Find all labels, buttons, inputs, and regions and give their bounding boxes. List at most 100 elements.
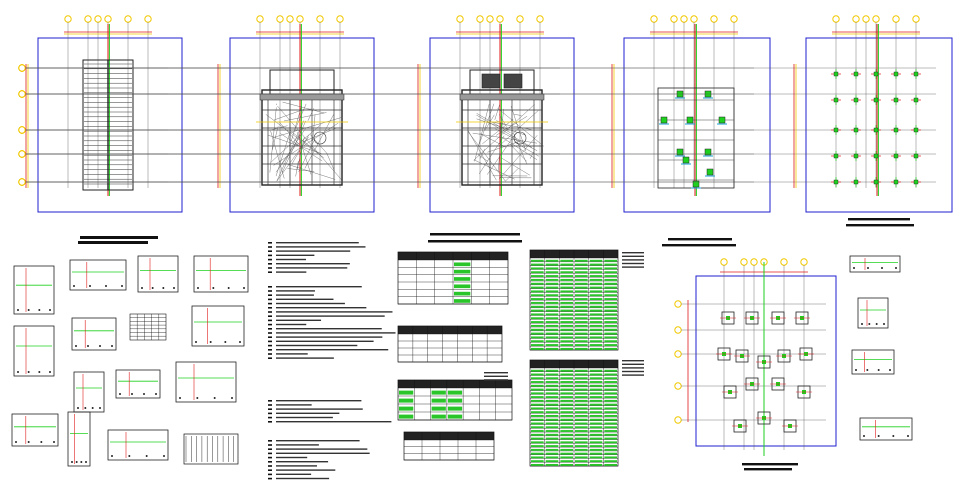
table-cell-fill (589, 313, 603, 316)
note-line (276, 340, 374, 342)
top-grid-bubble (872, 15, 880, 23)
table-cell-fill (399, 390, 414, 395)
table-cell-fill (560, 414, 573, 417)
table-cell-fill (575, 384, 588, 387)
bar-dot (145, 455, 148, 457)
table-cell-fill (431, 398, 446, 403)
table-cell-fill (399, 414, 414, 419)
table-cell-fill (604, 286, 617, 289)
table-cell-fill (575, 309, 588, 312)
table-cell-fill (560, 399, 573, 402)
table-cell-fill (560, 460, 573, 463)
left-grid-bubble (674, 326, 682, 334)
note-line (276, 267, 348, 269)
table-cell-fill (531, 396, 544, 399)
detail-sunken (11, 413, 59, 447)
fixture-mark (482, 119, 514, 144)
table-cell-fill (531, 328, 544, 331)
detail-outline (69, 259, 127, 291)
bar-dot (131, 393, 133, 395)
table-cell-fill (604, 305, 617, 308)
fixture-mark (307, 108, 315, 121)
table-cell-fill (589, 271, 603, 274)
table-cell-fill (560, 347, 573, 350)
table-cell-fill (575, 448, 588, 451)
table-cell-fill (560, 328, 573, 331)
bar-dot (99, 345, 101, 347)
table-cell-fill (604, 336, 617, 339)
fixture-mark (291, 134, 309, 165)
table-cell-fill (575, 263, 588, 266)
note-number (268, 357, 272, 359)
table-cell-fill (531, 278, 544, 281)
detail-grade-beam (849, 255, 901, 273)
table-cell-fill (447, 406, 463, 411)
table-cell-fill (604, 321, 617, 324)
footing-pad (833, 127, 839, 133)
table-cell-fill (589, 422, 603, 425)
note-line (276, 271, 307, 273)
detail-outline (849, 255, 901, 273)
note-number (268, 444, 272, 446)
table-cell-fill (545, 388, 559, 391)
table-cell-fill (545, 271, 559, 274)
bar-dot (861, 323, 863, 325)
fixture-mark (497, 108, 504, 172)
table-cell-fill (531, 301, 544, 304)
table-cell-fill (589, 388, 603, 391)
table-cell-fill (575, 340, 588, 343)
table-side-note (622, 360, 644, 362)
fixture-mark (467, 130, 497, 181)
table-cell-fill (531, 332, 544, 335)
table-cell-fill (447, 414, 463, 419)
table-cell-fill (575, 388, 588, 391)
table-cell-fill (531, 433, 544, 436)
table-cell-fill (454, 262, 471, 267)
table-cell-fill (604, 290, 617, 293)
table-cell-fill (560, 298, 573, 301)
bar-dot (27, 309, 30, 311)
footing-pad (833, 153, 839, 159)
bar-dot (75, 461, 78, 463)
table-cell-fill (531, 290, 544, 293)
note-line (276, 404, 312, 406)
table-cell-fill (604, 282, 617, 285)
table-cell-fill (560, 441, 573, 444)
table-cell-fill (604, 418, 617, 421)
table-cell-fill (589, 430, 603, 432)
table-cell-fill (604, 344, 617, 347)
table-cell-fill (575, 301, 588, 304)
fixture-mark (478, 135, 505, 175)
table-cell-fill (545, 290, 559, 293)
table-cell-fill (560, 445, 573, 448)
note-line (276, 461, 329, 463)
footing-pad (853, 179, 859, 185)
fixture-mark (474, 104, 490, 162)
table-cell-fill (589, 392, 603, 395)
table-cell-fill (589, 456, 603, 459)
bar-dot (197, 287, 199, 289)
table-cell-fill (589, 414, 603, 417)
hatched-core-left (481, 73, 501, 89)
footing-pad (893, 97, 899, 103)
table-cell-fill (560, 259, 573, 262)
table-cell-fill (604, 340, 617, 343)
note-line (276, 302, 345, 305)
bar-dot (213, 397, 216, 399)
column-mark (718, 116, 726, 124)
note-line (276, 357, 334, 359)
detail-outline (191, 305, 245, 347)
table-cell-fill (531, 448, 544, 451)
bar-dot (877, 369, 880, 371)
left-grid-bubble (18, 150, 26, 158)
table-cell-fill (560, 403, 573, 406)
note-line (276, 250, 351, 252)
table-cell-fill (454, 269, 471, 274)
table-cell-fill (545, 344, 559, 347)
table-cell-fill (575, 271, 588, 274)
note-line (276, 258, 307, 261)
table-cell-fill (575, 414, 588, 417)
note-line (276, 421, 392, 423)
note-line (276, 353, 308, 355)
table-cell-fill (531, 298, 544, 301)
